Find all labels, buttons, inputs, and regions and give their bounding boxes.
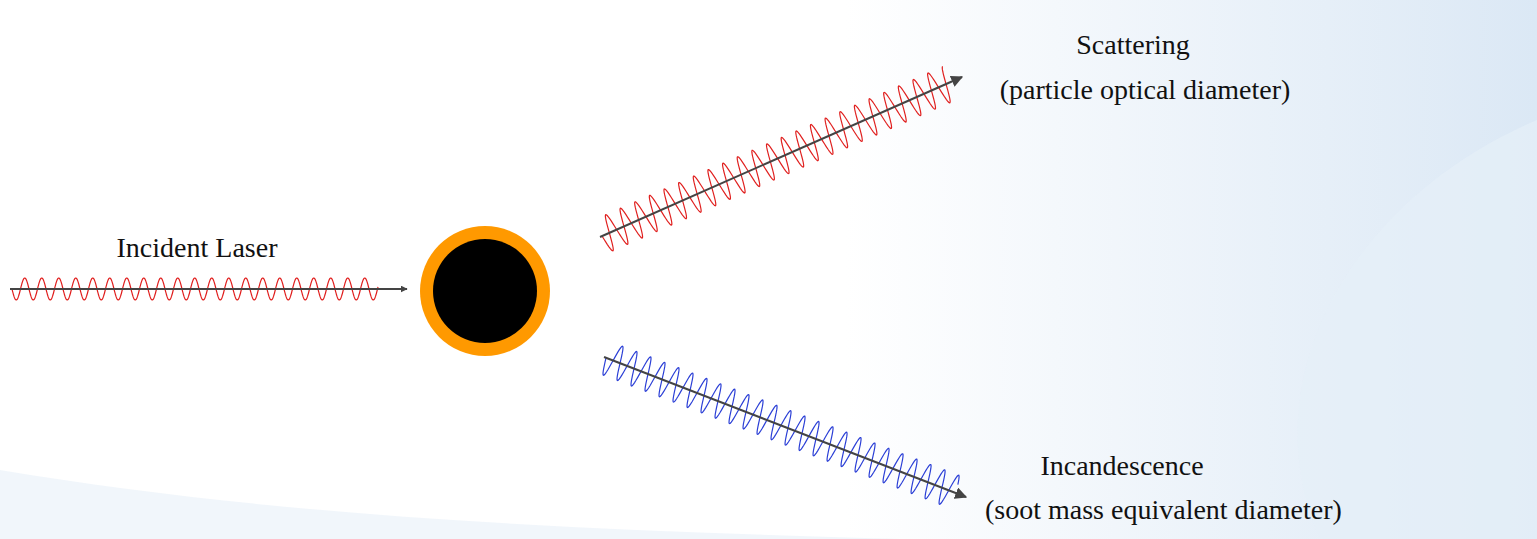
beam-arrow [600,77,962,237]
beam-label: Incident Laser [117,231,278,265]
wave-group [10,67,966,505]
soot-core [433,239,537,343]
signal-label: Scattering [1076,28,1190,62]
incandescence-wave [603,346,966,504]
beam-arrow [10,288,407,290]
beam-arrow [604,357,966,497]
signal-note: (soot mass equivalent diameter) [985,493,1342,527]
scattered-wave [600,67,962,251]
background-swoosh [1298,120,1537,539]
background-swoosh [0,470,900,539]
signal-note: (particle optical diameter) [1000,73,1291,107]
incident-wave [10,278,407,300]
particle-coating [420,226,550,356]
signal-label: Incandescence [1040,449,1203,483]
